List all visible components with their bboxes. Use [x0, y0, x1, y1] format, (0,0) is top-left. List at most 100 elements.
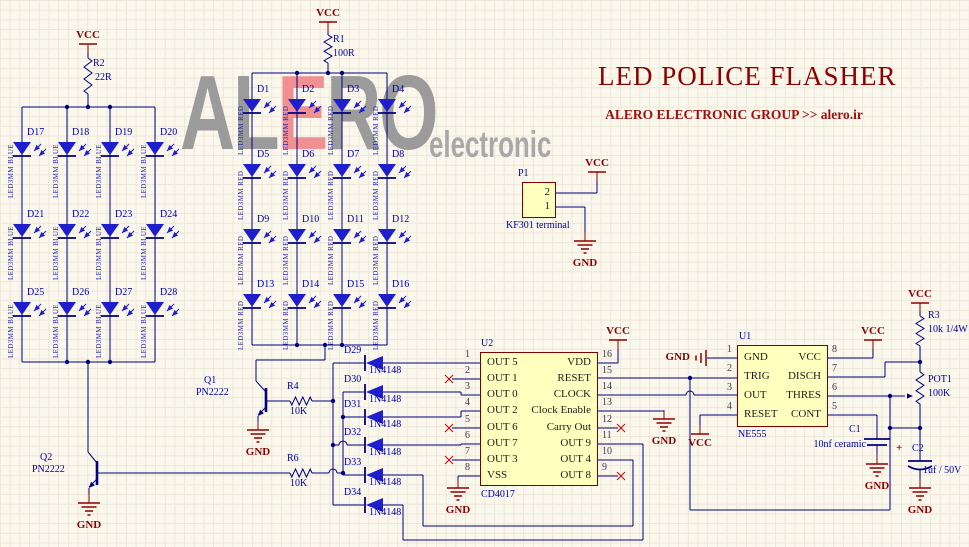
led-emission-arrow	[167, 226, 174, 233]
led-D10	[288, 229, 306, 242]
led-emission-arrow	[309, 101, 316, 108]
led-D12	[378, 229, 396, 242]
led-part-label: LED3MM RED	[327, 170, 335, 220]
led-D9	[243, 229, 261, 242]
u1-pin-name: THRES	[786, 389, 821, 401]
r2-value: 22R	[95, 72, 112, 83]
u1-body	[737, 345, 828, 427]
junction-dot	[294, 342, 300, 348]
led-emission-arrow	[34, 304, 41, 311]
junction-dot	[330, 398, 336, 404]
led-part-label: LED3MM RED	[327, 235, 335, 285]
led-emission-arrow	[359, 236, 366, 243]
u1-pin-name: GND	[744, 351, 768, 363]
c2-value: 1uf / 50V	[923, 465, 962, 476]
led-part-label: LED3MM BLUE	[140, 304, 148, 358]
led-emission-arrow	[359, 106, 366, 113]
q2-designator: Q2	[40, 452, 53, 463]
junction-dot	[64, 104, 70, 110]
led-emission-arrow	[127, 231, 134, 238]
vcc-label: VCC	[76, 29, 100, 41]
diode-part-label: 1N4148	[369, 477, 402, 488]
junction-dot	[325, 70, 331, 76]
led-D8	[378, 164, 396, 177]
u2-pin-name: RESET	[557, 372, 591, 384]
led-D6	[288, 164, 306, 177]
led-D7	[333, 164, 351, 177]
wire	[87, 451, 98, 464]
led-emission-arrow	[354, 101, 361, 108]
led-part-label: LED3MM RED	[237, 170, 245, 220]
diode-D30	[366, 385, 383, 399]
led-designator: D20	[160, 127, 178, 138]
u2-pin-number: 15	[602, 365, 612, 376]
led-emission-arrow	[399, 101, 406, 108]
led-D5	[243, 164, 261, 177]
led-emission-arrow	[39, 231, 46, 238]
led-emission-arrow	[84, 309, 91, 316]
u2-pin-name: OUT 6	[487, 421, 518, 433]
diode-part-label: 1N4148	[369, 365, 402, 376]
u2-pin-name: OUT 5	[487, 356, 518, 368]
led-emission-arrow	[314, 106, 321, 113]
diode-D33	[366, 468, 383, 482]
q1-designator: Q1	[204, 375, 217, 386]
led-part-label: LED3MM BLUE	[140, 144, 148, 198]
r4-designator: R4	[287, 381, 299, 392]
led-part-label: LED3MM BLUE	[52, 144, 60, 198]
led-designator: D4	[392, 84, 405, 95]
u1-pin-number: 1	[727, 344, 732, 355]
junction-dot	[85, 104, 91, 110]
u1-pin-number: 8	[832, 344, 837, 355]
led-emission-arrow	[269, 106, 276, 113]
u2-pin-name: CLOCK	[553, 388, 591, 400]
resistor-r4	[289, 395, 313, 407]
c2-polarity: +	[896, 442, 903, 454]
u2-pin-name: OUT 3	[487, 453, 518, 465]
r1-value: 100R	[333, 48, 355, 59]
diode-designator: D33	[344, 457, 362, 468]
led-designator: D28	[160, 287, 178, 298]
led-emission-arrow	[354, 166, 361, 173]
led-part-label: LED3MM RED	[282, 235, 290, 285]
r3-designator: R3	[928, 310, 940, 321]
led-D22	[58, 224, 76, 237]
led-D20	[146, 142, 164, 155]
led-part-label: LED3MM RED	[237, 105, 245, 155]
u1-pin-number: 6	[832, 382, 837, 393]
led-D4	[378, 99, 396, 112]
led-designator: D24	[160, 209, 178, 220]
led-emission-arrow	[264, 101, 271, 108]
led-D16	[378, 294, 396, 307]
u2-pin-name: OUT 4	[560, 453, 591, 465]
u2-pin-number: 11	[602, 430, 612, 441]
led-part-label: LED3MM BLUE	[52, 226, 60, 280]
u2-pin-name: OUT 2	[487, 404, 518, 416]
led-emission-arrow	[172, 309, 179, 316]
led-part-label: LED3MM RED	[327, 300, 335, 350]
led-emission-arrow	[399, 231, 406, 238]
junction-dot	[340, 414, 346, 420]
led-designator: D3	[347, 84, 360, 95]
led-D24	[146, 224, 164, 237]
led-emission-arrow	[264, 166, 271, 173]
led-designator: D25	[27, 287, 45, 298]
r6-designator: R6	[287, 453, 299, 464]
led-emission-arrow	[79, 144, 86, 151]
u1-pin-number: 2	[727, 363, 732, 374]
page-title: LED POLICE FLASHER	[598, 61, 897, 91]
vcc-label: VCC	[861, 325, 885, 337]
led-emission-arrow	[39, 309, 46, 316]
u1-pin-name: RESET	[744, 408, 778, 420]
led-designator: D14	[302, 279, 320, 290]
led-emission-arrow	[269, 236, 276, 243]
led-emission-arrow	[269, 171, 276, 178]
gnd-label: GND	[245, 446, 271, 458]
u1-pin-number: 5	[832, 401, 837, 412]
wire	[255, 380, 267, 393]
junction-dot	[340, 470, 346, 476]
led-D27	[101, 302, 119, 315]
junction-dot	[339, 70, 345, 76]
gnd-label: GND	[864, 480, 890, 492]
led-emission-arrow	[354, 231, 361, 238]
